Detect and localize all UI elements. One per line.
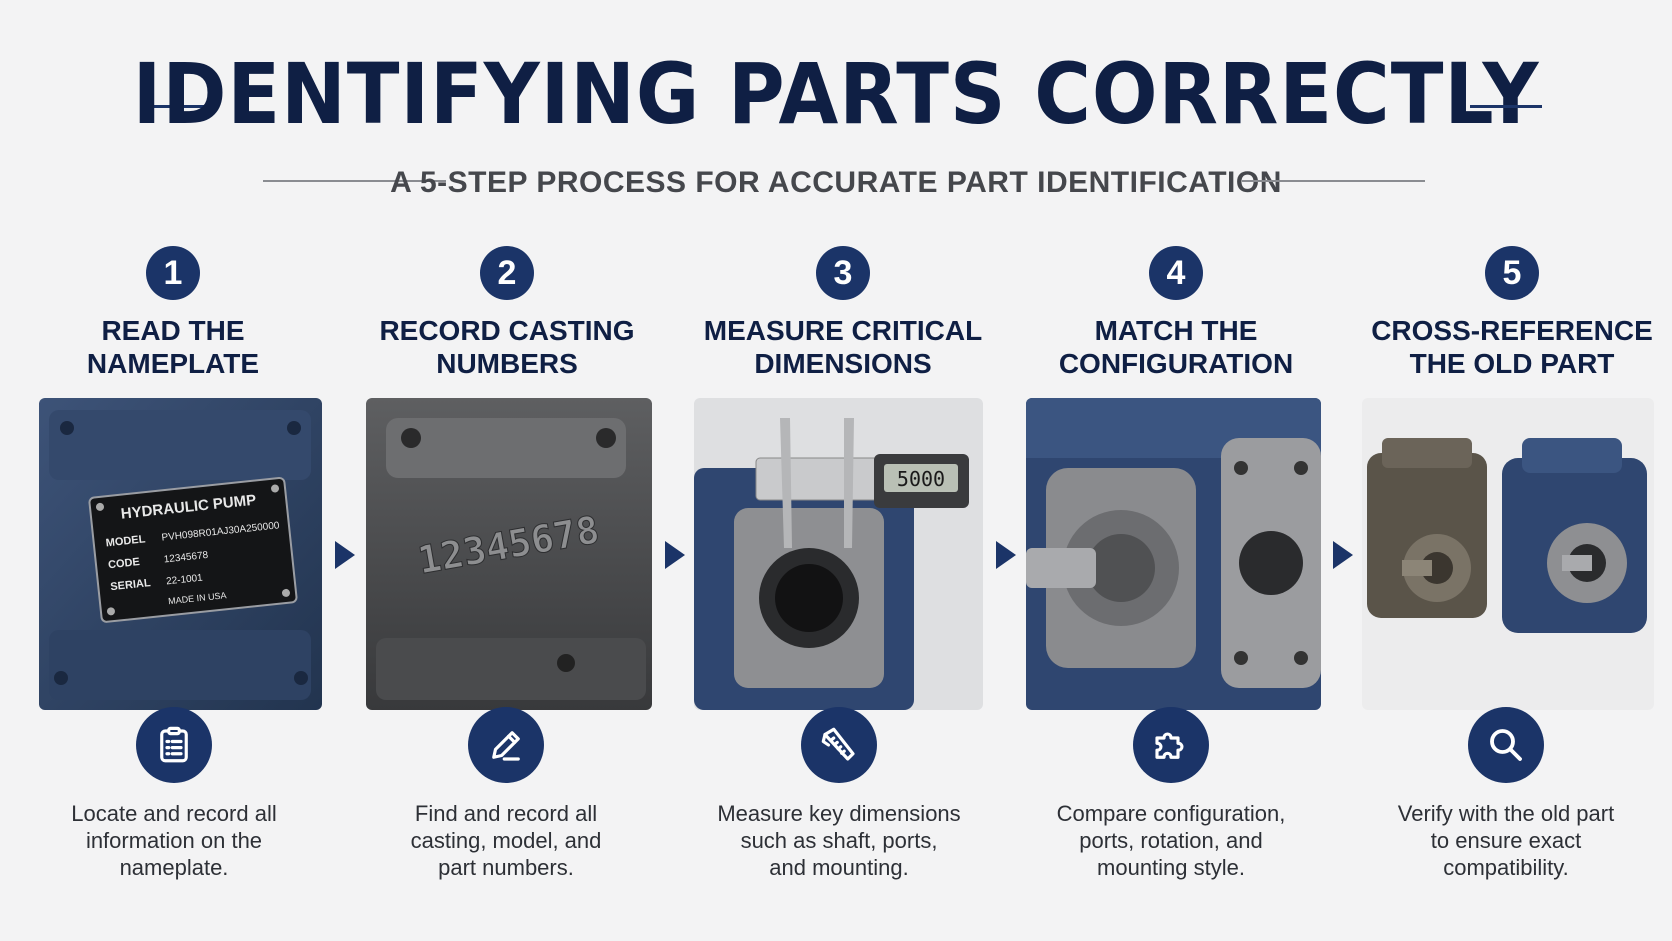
page-title: IDENTIFYING PARTS CORRECTLY [132,45,1540,143]
step-number-badge: 5 [1485,246,1539,300]
pencil-icon [468,707,544,783]
step-title: MEASURE CRITICAL DIMENSIONS [703,315,983,379]
caliper-icon [801,707,877,783]
step-number-badge: 3 [816,246,870,300]
step-2-description: Find and record all casting, model, and … [410,801,602,880]
nameplate-code-value: 12345678 [163,550,209,566]
nameplate-model-label: MODEL [105,533,146,549]
comparison-photo [1362,398,1654,710]
nameplate-serial-label: SERIAL [110,577,152,593]
step-3-description: Measure key dimensions such as shaft, po… [717,801,961,880]
configuration-photo [1026,398,1321,710]
title-rule-left [145,105,217,108]
step-4-description: Compare configuration, ports, rotation, … [1056,801,1286,880]
nameplate-photo: HYDRAULIC PUMP MODEL PVH098R01AJ30A25000… [39,398,322,710]
step-1-header: 1 READ THE NAMEPLATE [23,246,323,380]
caliper-reading: 5000 [897,467,945,491]
page-subtitle: A 5-STEP PROCESS FOR ACCURATE PART IDENT… [390,166,1282,199]
step-4-header: 4 MATCH THE CONFIGURATION [1026,246,1326,380]
step-title: CROSS-REFERENCE THE OLD PART [1371,315,1653,379]
magnifier-icon [1468,707,1544,783]
step-title: MATCH THE CONFIGURATION [1058,315,1294,379]
step-5-header: 5 CROSS-REFERENCE THE OLD PART [1362,246,1662,380]
step-1-description: Locate and record all information on the… [71,801,277,880]
arrow-1-to-2 [335,541,355,569]
casting-photo: 12345678 [366,398,652,710]
step-number-badge: 4 [1149,246,1203,300]
step-title: RECORD CASTING NUMBERS [379,315,635,379]
arrow-2-to-3 [665,541,685,569]
step-5-description: Verify with the old part to ensure exact… [1397,801,1615,880]
subtitle-rule-right [1242,180,1425,182]
step-number-badge: 2 [480,246,534,300]
puzzle-icon [1133,707,1209,783]
arrow-4-to-5 [1333,541,1353,569]
subtitle-rule-left [263,180,446,182]
nameplate-serial-value: 22-1001 [166,573,204,588]
caliper-photo: 5000 [694,398,983,710]
clipboard-icon [136,707,212,783]
step-title: READ THE NAMEPLATE [86,315,260,379]
step-3-header: 3 MEASURE CRITICAL DIMENSIONS [693,246,993,380]
step-2-header: 2 RECORD CASTING NUMBERS [357,246,657,380]
step-number-badge: 1 [146,246,200,300]
nameplate-code-label: CODE [108,556,141,571]
arrow-3-to-4 [996,541,1016,569]
title-rule-right [1470,105,1542,108]
